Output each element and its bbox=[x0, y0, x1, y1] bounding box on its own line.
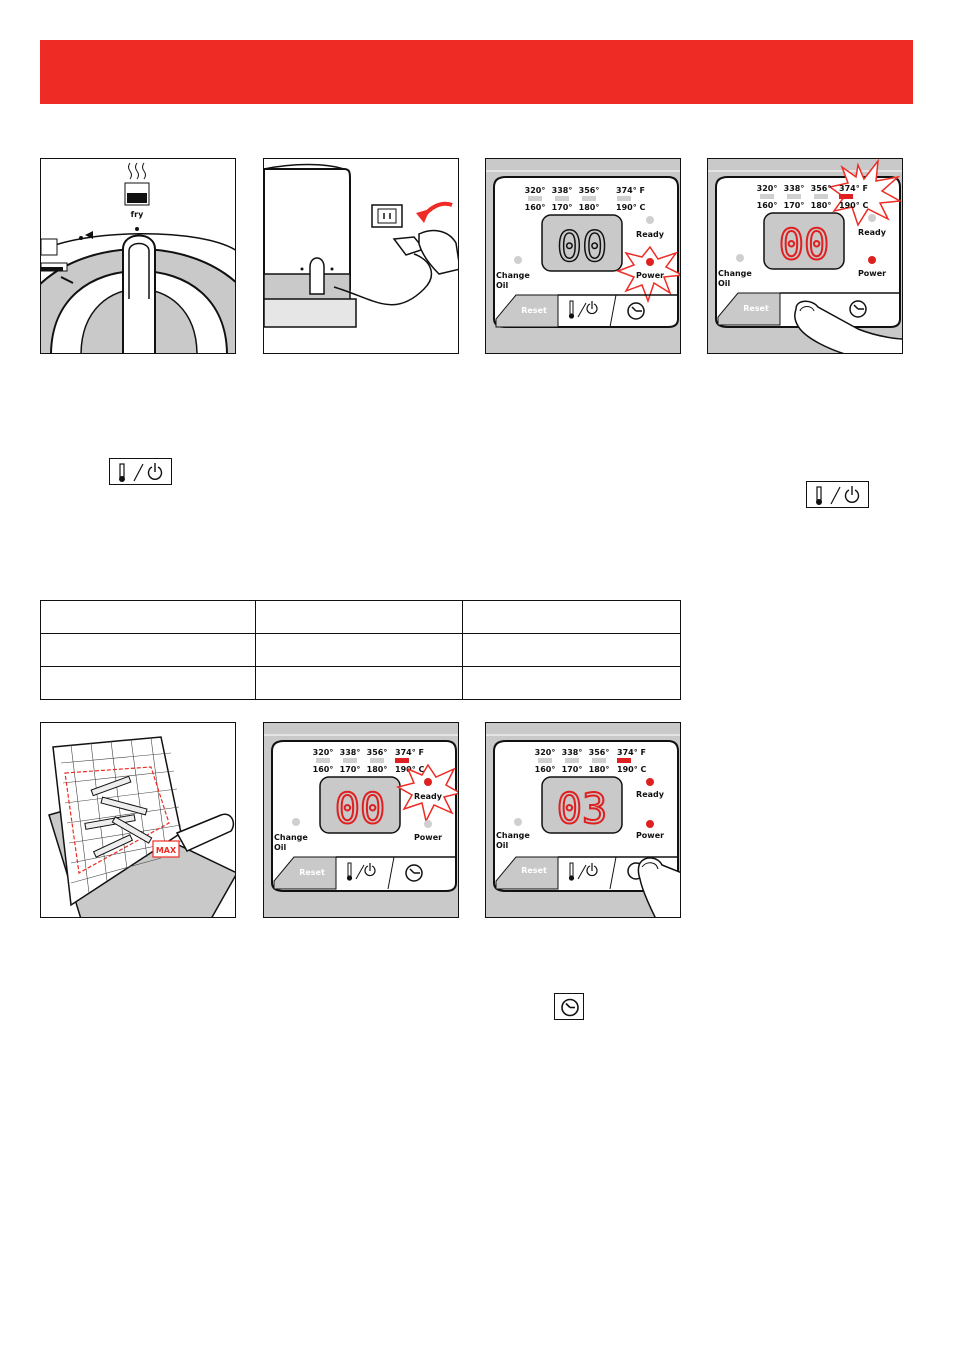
cooking-table bbox=[40, 600, 681, 700]
change-label: Change bbox=[274, 833, 308, 842]
temp-c-180: 180° bbox=[579, 203, 600, 212]
ready-label: Ready bbox=[636, 230, 665, 239]
figure-control-panel-timer: 320° 338° 356° 374° F 160° 170° 180° 190… bbox=[485, 722, 681, 918]
led-display: 00 bbox=[779, 220, 830, 269]
temp-f-320: 320° bbox=[525, 186, 546, 195]
temp-f-374: 374° F bbox=[395, 748, 424, 757]
table-cell bbox=[255, 666, 463, 700]
reset-button-label: Reset bbox=[521, 866, 547, 875]
oil-label: Oil bbox=[496, 841, 509, 850]
reset-button-label: Reset bbox=[521, 306, 547, 315]
figure-plug-in bbox=[263, 158, 459, 354]
thermometer-power-icon bbox=[109, 458, 172, 485]
temp-f-338: 338° bbox=[784, 184, 805, 193]
thermometer-power-icon bbox=[806, 481, 869, 508]
temp-f-356: 356° bbox=[589, 748, 610, 757]
figure-control-panel-ready: 320° 338° 356° 374° F 160° 170° 180° 190… bbox=[263, 722, 459, 918]
dial-fry-label: fry bbox=[131, 210, 144, 219]
change-label: Change bbox=[496, 271, 530, 280]
temp-c-160: 160° bbox=[525, 203, 546, 212]
temp-f-338: 338° bbox=[340, 748, 361, 757]
table-row bbox=[40, 633, 681, 667]
oil-label: Oil bbox=[496, 281, 509, 290]
max-fill-tag: MAX bbox=[156, 846, 177, 855]
power-label: Power bbox=[636, 831, 664, 840]
table-cell bbox=[40, 666, 256, 700]
temp-f-374: 374° F bbox=[616, 186, 645, 195]
clock-icon bbox=[849, 300, 867, 318]
temp-c-160: 160° bbox=[313, 765, 334, 774]
table-cell bbox=[255, 633, 463, 667]
temp-c-190: 190° C bbox=[617, 765, 646, 774]
ready-label: Ready bbox=[858, 228, 887, 237]
temp-f-374: 374° F bbox=[839, 184, 868, 193]
power-label: Power bbox=[414, 833, 442, 842]
temp-f-356: 356° bbox=[367, 748, 388, 757]
temp-c-180: 180° bbox=[367, 765, 388, 774]
temp-f-338: 338° bbox=[562, 748, 583, 757]
figure-dial-fry: fry bbox=[40, 158, 236, 354]
table-cell bbox=[462, 633, 681, 667]
figure-control-panel-temp-select: 320° 338° 356° 374° F 160° 170° 180° 190… bbox=[707, 158, 903, 354]
table-cell bbox=[462, 600, 681, 634]
temp-c-170: 170° bbox=[784, 201, 805, 210]
led-display: 03 bbox=[557, 784, 608, 833]
oil-label: Oil bbox=[274, 843, 287, 852]
temp-c-190: 190° C bbox=[616, 203, 645, 212]
thermometer-power-icon bbox=[568, 862, 598, 881]
thermometer-power-icon bbox=[568, 300, 598, 319]
temp-c-170: 170° bbox=[340, 765, 361, 774]
temp-c-160: 160° bbox=[757, 201, 778, 210]
led-display: 00 bbox=[335, 784, 386, 833]
clock-icon bbox=[405, 864, 423, 882]
power-label: Power bbox=[858, 269, 886, 278]
temp-f-338: 338° bbox=[552, 186, 573, 195]
temp-f-320: 320° bbox=[757, 184, 778, 193]
table-row bbox=[40, 600, 681, 634]
header-banner bbox=[40, 40, 913, 104]
figure-control-panel-power: 320° 338° 356° 374° F 160° 170° 180° 190… bbox=[485, 158, 681, 354]
temp-f-320: 320° bbox=[535, 748, 556, 757]
change-label: Change bbox=[496, 831, 530, 840]
temp-c-180: 180° bbox=[811, 201, 832, 210]
table-cell bbox=[255, 600, 463, 634]
table-cell bbox=[462, 666, 681, 700]
temp-f-320: 320° bbox=[313, 748, 334, 757]
temp-c-170: 170° bbox=[552, 203, 573, 212]
oil-label: Oil bbox=[718, 279, 731, 288]
reset-button-label: Reset bbox=[299, 868, 325, 877]
power-label: Power bbox=[636, 271, 664, 280]
change-label: Change bbox=[718, 269, 752, 278]
clock-icon bbox=[627, 302, 645, 320]
clock-icon bbox=[554, 993, 584, 1020]
table-cell bbox=[40, 600, 256, 634]
thermometer-power-icon bbox=[346, 862, 376, 881]
temp-c-190: 190° C bbox=[839, 201, 868, 210]
temp-f-356: 356° bbox=[811, 184, 832, 193]
figure-fry-basket: MAX bbox=[40, 722, 236, 918]
led-display: 00 bbox=[557, 222, 608, 271]
reset-button-label: Reset bbox=[743, 304, 769, 313]
temp-c-160: 160° bbox=[535, 765, 556, 774]
temp-f-356: 356° bbox=[579, 186, 600, 195]
ready-label: Ready bbox=[636, 790, 665, 799]
table-row bbox=[40, 666, 681, 700]
temp-c-170: 170° bbox=[562, 765, 583, 774]
temp-c-180: 180° bbox=[589, 765, 610, 774]
temp-f-374: 374° F bbox=[617, 748, 646, 757]
ready-label: Ready bbox=[414, 792, 443, 801]
table-cell bbox=[40, 633, 256, 667]
